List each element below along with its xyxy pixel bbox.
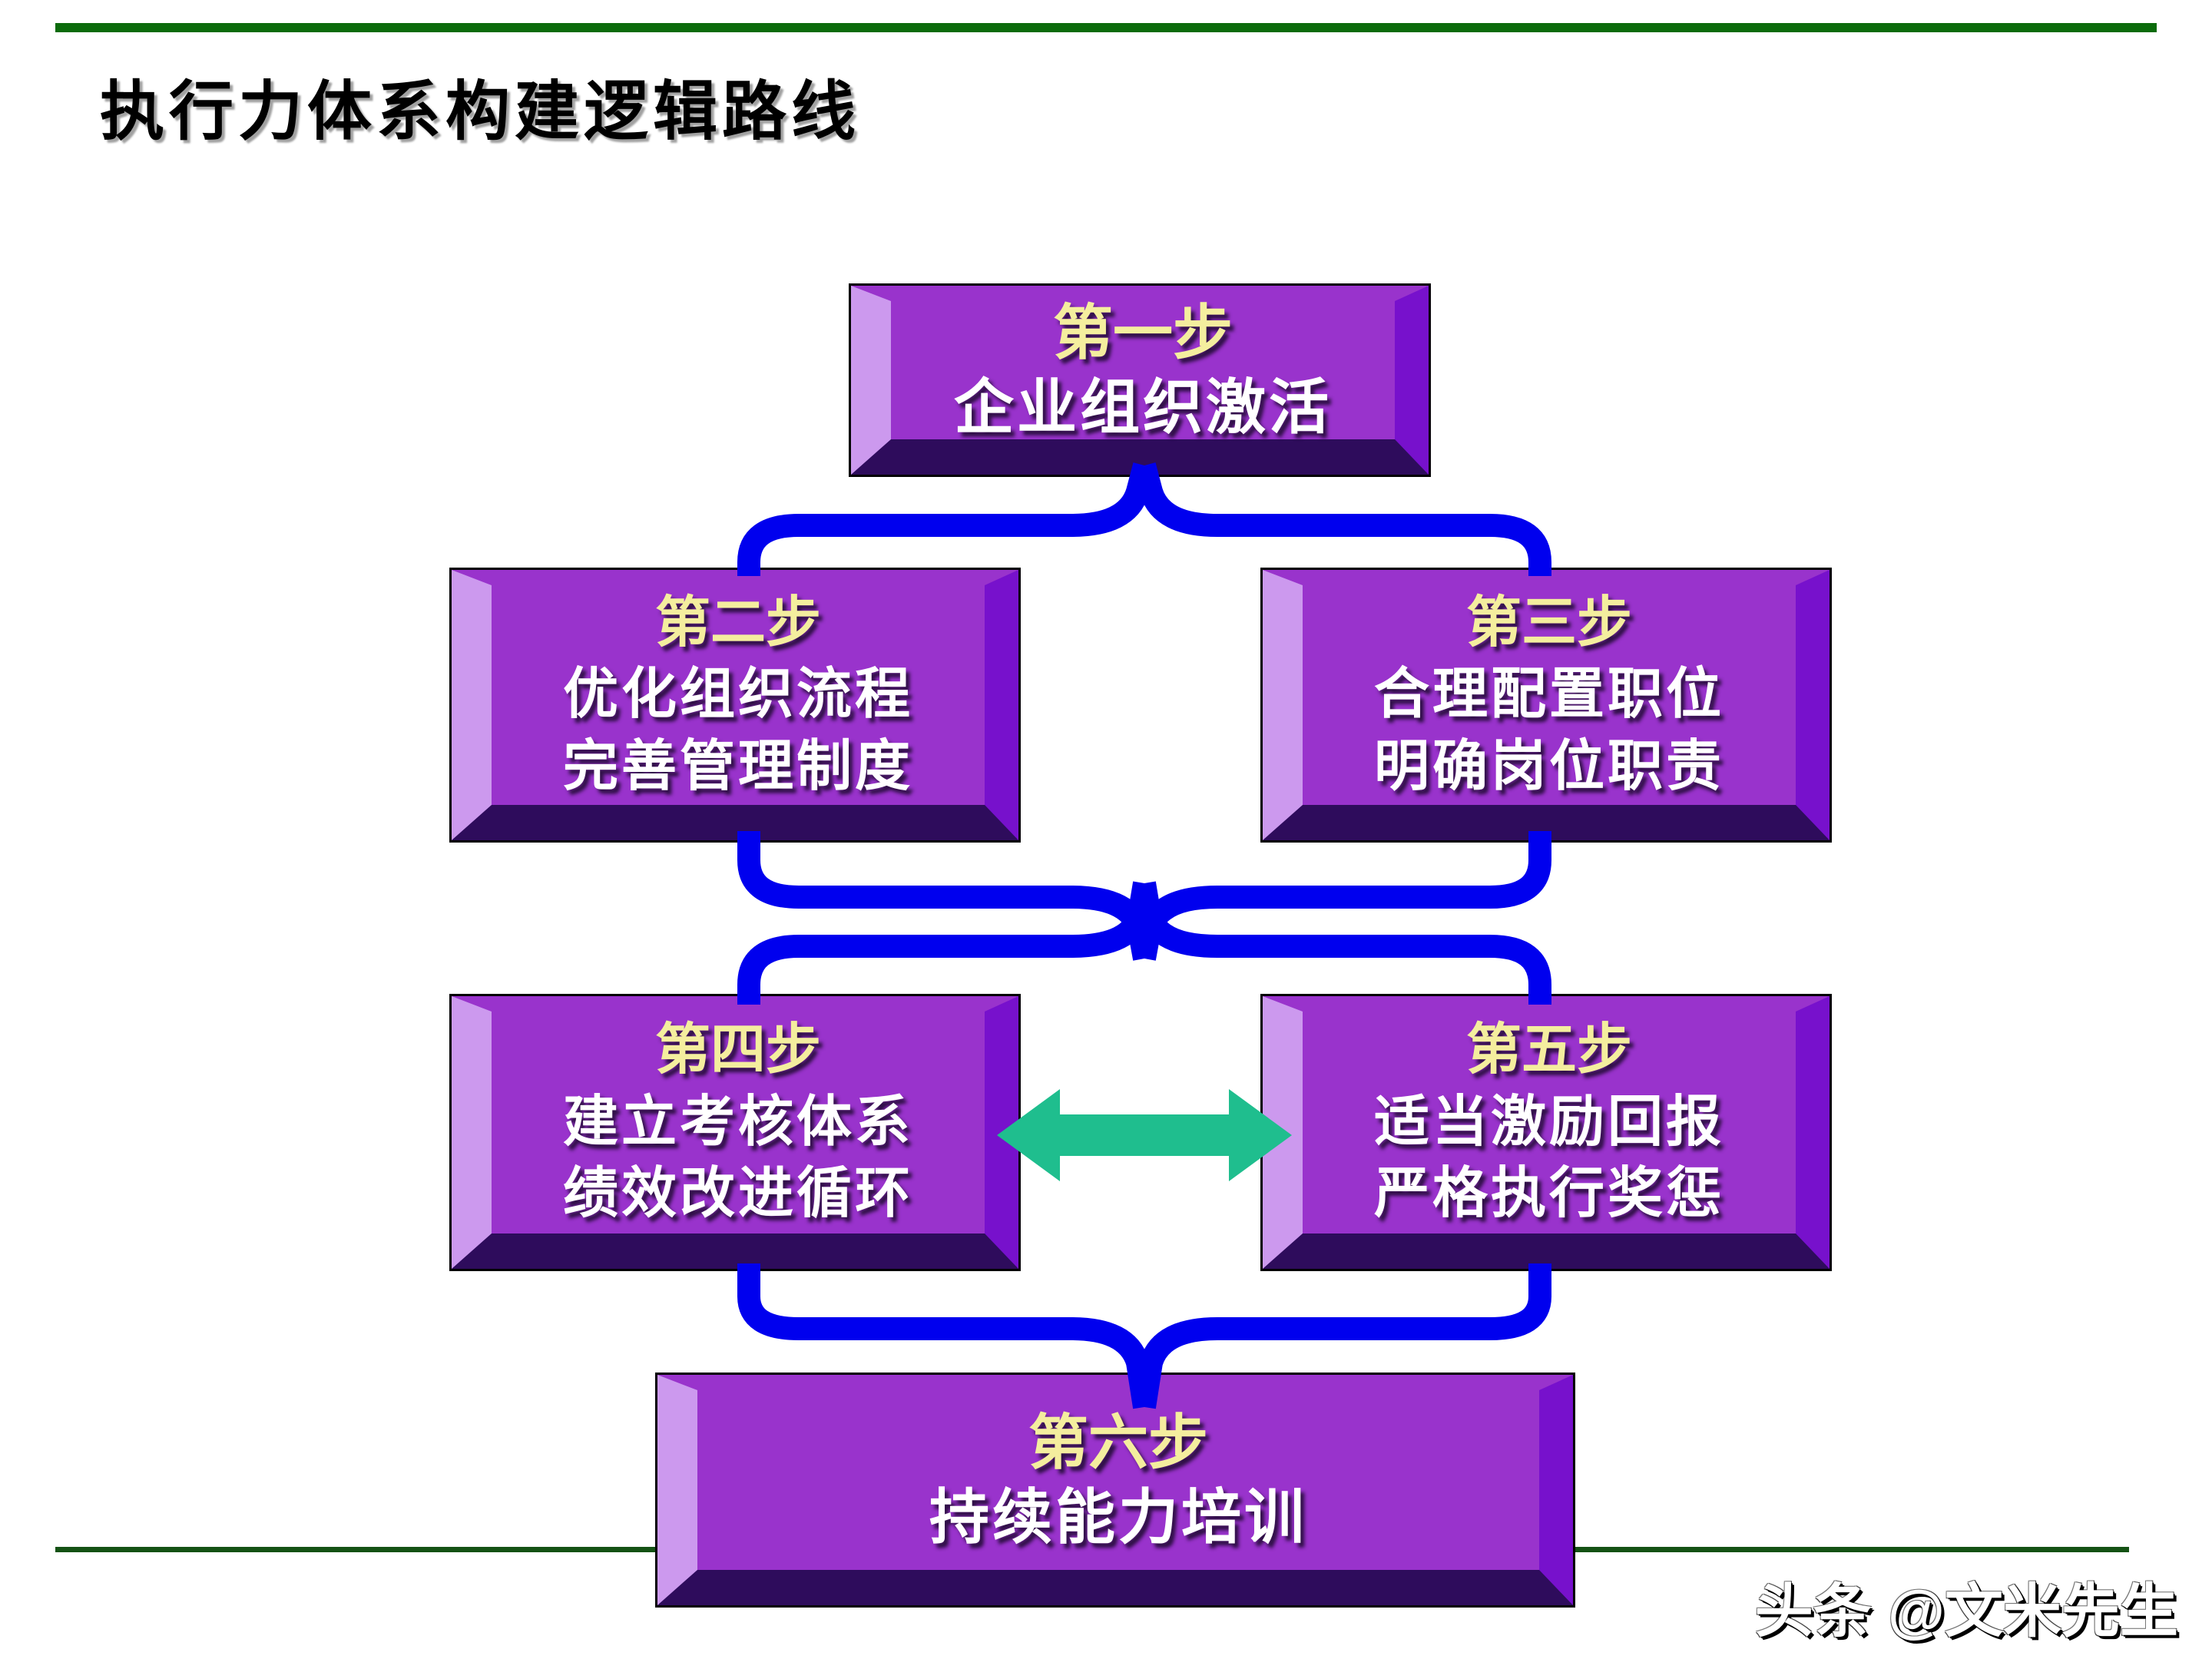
step-3-line-2: 明确岗位职责: [1373, 735, 1724, 797]
watermark: 头条 @文米先生: [1754, 1579, 2178, 1644]
step-6-label: 第六步: [1028, 1409, 1208, 1476]
connector-merge-2-right: [1133, 831, 1551, 961]
step-5-label: 第五步: [1465, 1019, 1632, 1081]
step-2-line-1: 优化组织流程: [562, 664, 913, 726]
connector-split-1-right: [1133, 462, 1551, 576]
step-3-line-1: 合理配置职位: [1373, 664, 1724, 726]
connector-merge-2-left: [737, 831, 1156, 961]
step-2-label: 第二步: [654, 591, 821, 654]
step-6-line-1: 持续能力培训: [929, 1484, 1307, 1551]
step-1-label: 第一步: [1052, 299, 1233, 366]
step-4-line-2: 绩效改进循环: [562, 1163, 913, 1225]
step-5-line-1: 适当激励回报: [1373, 1091, 1724, 1153]
step-5-line-2: 严格执行奖惩: [1373, 1163, 1724, 1225]
step-box-5: 第五步 适当激励回报 严格执行奖惩: [1260, 994, 1832, 1271]
step-box-4: 第四步 建立考核体系 绩效改进循环: [449, 994, 1021, 1271]
step-box-6: 第六步 持续能力培训: [655, 1373, 1575, 1608]
step-box-1: 第一步 企业组织激活: [849, 283, 1431, 477]
step-2-line-2: 完善管理制度: [562, 735, 913, 797]
step-box-3: 第三步 合理配置职位 明确岗位职责: [1260, 568, 1832, 843]
step-4-label: 第四步: [654, 1019, 821, 1081]
connector-split-2-right: [1133, 881, 1551, 1005]
connector-split-2-left: [737, 881, 1156, 1005]
page-title: 执行力体系构建逻辑路线: [100, 77, 861, 148]
step-1-line-1: 企业组织激活: [953, 374, 1332, 441]
step-3-label: 第三步: [1465, 591, 1632, 654]
step-4-line-1: 建立考核体系: [562, 1091, 913, 1153]
step-box-2: 第二步 优化组织流程 完善管理制度: [449, 568, 1021, 843]
double-arrow-icon: [997, 1089, 1292, 1181]
top-accent-bar: [55, 23, 2157, 32]
connector-split-1-left: [737, 462, 1156, 576]
